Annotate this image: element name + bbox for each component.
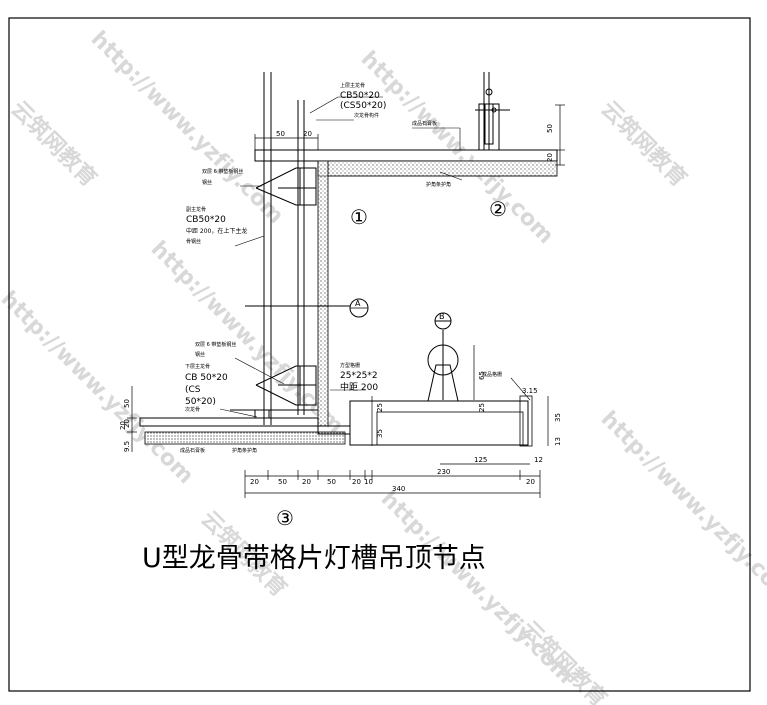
svg-text:③: ③ bbox=[276, 506, 294, 530]
dim-v-315: 3.15 bbox=[522, 387, 538, 395]
note-top-keel: 上层主龙骨 bbox=[340, 82, 365, 89]
watermark-url: http://www.yzfjy.com bbox=[0, 287, 198, 489]
watermark-brand: 云筑网教育 bbox=[516, 616, 612, 705]
dim-b-50b: 50 bbox=[327, 478, 336, 486]
page-title: U型龙骨带格片灯槽吊顶节点 bbox=[142, 543, 486, 574]
drawing-title: U型龙骨带格片灯槽吊顶节点 bbox=[142, 543, 486, 574]
note-left-upper-2: 钢丝 bbox=[202, 179, 212, 186]
dimension-texts: 50 20 50 20 50 20 9.5 20 20 50 20 50 20 … bbox=[119, 124, 562, 493]
lower-u-keel bbox=[230, 409, 318, 419]
note-bottom-1: 成品石膏板 bbox=[180, 447, 205, 454]
dim-v-25: 25 bbox=[376, 403, 384, 412]
grille-box bbox=[349, 395, 533, 447]
leader-lines bbox=[219, 96, 531, 418]
note-center-1: 方型格栅 bbox=[340, 362, 360, 369]
note-corner: 护角条护角 bbox=[426, 181, 451, 188]
watermark-url: http://www.yzfjy.com bbox=[596, 407, 767, 609]
note-right: 成品格栅 bbox=[482, 371, 502, 378]
upper-bracket bbox=[255, 167, 317, 206]
note-left-lower-5: (CS bbox=[185, 385, 201, 395]
watermark-brand: 云筑网教育 bbox=[596, 96, 692, 192]
dim-v-65: 65 bbox=[478, 371, 486, 380]
dim-v-35: 35 bbox=[376, 429, 384, 438]
axis-a-line: A bbox=[245, 298, 369, 318]
dim-right-50: 50 bbox=[546, 124, 554, 133]
watermark-brand: 云筑网教育 bbox=[6, 96, 102, 192]
drawing-frame bbox=[8, 17, 751, 692]
svg-text:②: ② bbox=[489, 197, 507, 221]
note-bottom-2: 护角条护角 bbox=[232, 447, 257, 454]
top-right-keel-detail bbox=[475, 88, 510, 151]
upper-ceiling-slab bbox=[254, 149, 558, 177]
dim-b-125: 125 bbox=[474, 456, 487, 464]
note-left-mid-2: 中距 200，在上下主龙 bbox=[186, 227, 247, 235]
dim-b-20: 20 bbox=[250, 478, 259, 486]
watermark-layer: http://www.yzfjy.com http://www.yzfjy.co… bbox=[0, 27, 767, 705]
dim-b-12: 12 bbox=[534, 456, 543, 464]
note-top-keel-size: CB50*20 bbox=[340, 91, 380, 101]
callout-1: ① bbox=[350, 205, 368, 229]
note-left-lower-4: CB 50*20 bbox=[185, 373, 228, 383]
dim-b-20c: 20 bbox=[352, 478, 361, 486]
dim-left-20: 20 bbox=[123, 419, 131, 428]
dim-b-230: 230 bbox=[437, 468, 450, 476]
note-left-mid-3: 骨钢丝 bbox=[186, 238, 201, 245]
note-top-right: 成品石膏板 bbox=[412, 120, 437, 127]
note-left-mid-1: CB50*20 bbox=[186, 215, 226, 225]
dim-top-20: 20 bbox=[303, 130, 312, 138]
dim-right-20: 20 bbox=[546, 153, 554, 162]
lower-ceiling-board bbox=[139, 417, 351, 445]
dim-left-9: 9.5 bbox=[123, 441, 131, 452]
dim-b-20d: 20 bbox=[526, 478, 535, 486]
dim-b-50: 50 bbox=[278, 478, 287, 486]
dim-top-50: 50 bbox=[276, 130, 285, 138]
callout-3: ③ bbox=[276, 506, 294, 530]
lower-bracket bbox=[255, 365, 317, 406]
grille-hanger-b: B bbox=[427, 312, 459, 402]
dim-b-10: 10 bbox=[364, 478, 373, 486]
dim-v-35r: 35 bbox=[554, 413, 562, 422]
axis-b-label: B bbox=[439, 312, 445, 321]
note-left-lower-7: 次龙骨 bbox=[185, 406, 200, 413]
note-left-upper-1: 双层 6 带垫板钢丝 bbox=[202, 168, 243, 175]
watermark-url: http://www.yzfjy.com bbox=[356, 47, 558, 249]
watermark-url: http://www.yzfjy.com bbox=[86, 27, 288, 229]
note-left-lower-1: 双层 6 带垫板钢丝 bbox=[195, 341, 236, 348]
callout-2: ② bbox=[489, 197, 507, 221]
note-left-lower-3: 下层主龙骨 bbox=[185, 363, 210, 370]
note-left-mid-0: 副主龙骨 bbox=[186, 206, 206, 213]
dim-b-20b: 20 bbox=[302, 478, 311, 486]
note-center-2: 25*25*2 bbox=[340, 371, 378, 381]
note-left-lower-6: 50*20) bbox=[185, 397, 216, 407]
dim-v-25b: 25 bbox=[478, 403, 486, 412]
note-left-lower-2: 钢丝 bbox=[195, 351, 205, 358]
note-top-keel-alt: (CS50*20) bbox=[340, 101, 386, 111]
axis-a-label: A bbox=[355, 299, 361, 308]
dim-left-20b: 20 bbox=[119, 421, 127, 430]
dim-b-340: 340 bbox=[392, 485, 405, 493]
note-center-3: 中距 200 bbox=[340, 381, 378, 393]
dimension-lines bbox=[127, 104, 565, 498]
svg-text:①: ① bbox=[350, 205, 368, 229]
hanger-rods bbox=[263, 72, 490, 425]
note-top-small: 次龙骨构件 bbox=[354, 112, 379, 119]
annotation-texts: 上层主龙骨 CB50*20 (CS50*20) 次龙骨构件 成品石膏板 双层 6… bbox=[180, 82, 502, 454]
dim-left-50: 50 bbox=[123, 399, 131, 408]
dim-v-13: 13 bbox=[554, 437, 562, 446]
